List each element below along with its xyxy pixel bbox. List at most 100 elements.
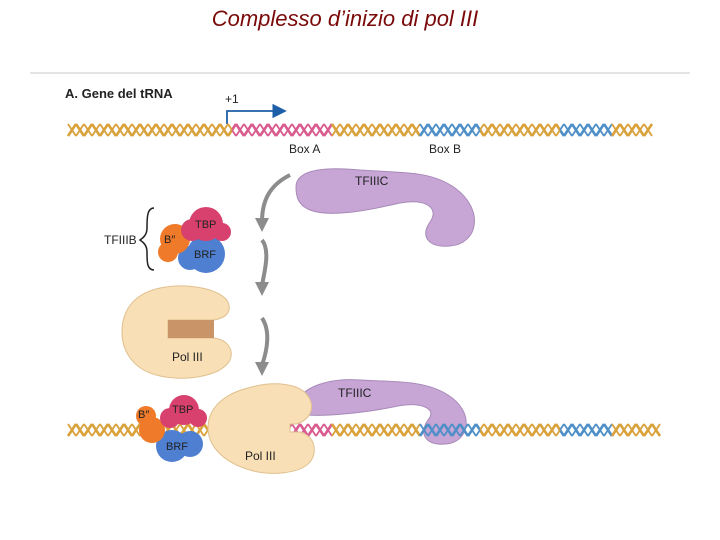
dna-strand-segment	[643, 123, 649, 131]
dna-strand-segment	[74, 423, 82, 431]
dna-strand-segment	[514, 129, 522, 137]
dna-strand-segment	[311, 129, 317, 137]
dna-strand-segment	[547, 423, 553, 431]
panel-label: A. Gene del tRNA	[65, 86, 173, 101]
dna-strand-segment	[483, 423, 489, 431]
dna-strand-segment	[266, 123, 274, 131]
dna-strand-segment	[362, 423, 370, 431]
dna-strand-segment	[339, 123, 345, 131]
dna-strand-segment	[531, 123, 537, 131]
dna-strand-segment	[503, 129, 509, 137]
dna-strand-segment	[434, 129, 442, 137]
dna-strand-segment	[383, 423, 389, 431]
dna-strand-segment	[354, 429, 362, 437]
dna-strand-segment	[607, 123, 613, 131]
dna-strand-segment	[170, 123, 178, 131]
dna-strand-segment	[611, 123, 617, 131]
dna-strand-segment	[579, 423, 585, 431]
dna-strand-segment	[179, 423, 185, 431]
dna-strand-segment	[367, 123, 373, 131]
dna-strand-segment	[359, 429, 365, 437]
dna-strand-segment	[106, 123, 114, 131]
dna-strand-segment	[323, 123, 329, 131]
dna-strand-segment	[351, 423, 357, 431]
dna-strand-segment	[114, 429, 122, 437]
dna-strand-segment	[242, 129, 250, 137]
dna-strand-segment	[646, 123, 654, 131]
dna-strand-segment	[363, 429, 369, 437]
dna-strand-segment	[306, 129, 314, 137]
dna-strand-segment	[354, 129, 362, 137]
dna-strand-segment	[631, 429, 637, 437]
dna-strand-segment	[327, 129, 333, 137]
dna-strand-segment	[159, 123, 165, 131]
dna-strand-segment	[327, 429, 333, 437]
dna-strand-segment	[466, 429, 474, 437]
dna-strand-segment	[111, 123, 117, 131]
dna-strand-segment	[387, 423, 393, 431]
dna-strand-segment	[546, 429, 554, 437]
dna-strand-segment	[595, 123, 601, 131]
dna-strand-segment	[138, 123, 146, 131]
dna-strand-segment	[435, 423, 441, 431]
dna-strand-segment	[626, 129, 634, 137]
dna-strand-segment	[519, 429, 525, 437]
dna-strand-segment	[411, 129, 417, 137]
dna-strand-segment	[346, 423, 354, 431]
dna-strand-segment	[323, 423, 329, 431]
tfiiib-complex: TFIIIB TBP B″ BRF	[104, 207, 231, 273]
dna-strand-segment	[283, 129, 289, 137]
dna-strand-segment	[295, 129, 301, 137]
dna-strand-segment	[475, 129, 481, 137]
dna-strand-segment	[362, 123, 370, 131]
dna-strand-segment	[167, 129, 173, 137]
dna-strand-segment	[487, 429, 493, 437]
dna-strand-segment	[90, 123, 98, 131]
dna-strand-segment	[207, 123, 213, 131]
dna-strand-segment	[315, 429, 321, 437]
dna-strand-segment	[547, 123, 553, 131]
dna-strand-segment	[563, 423, 569, 431]
dna-strand-segment	[330, 423, 338, 431]
dna-strand-segment	[471, 429, 477, 437]
dna-strand-segment	[379, 429, 385, 437]
dna-strand-segment	[111, 423, 117, 431]
dna-strand-segment	[287, 123, 293, 131]
dna-strand-segment	[594, 429, 602, 437]
dna-strand-segment	[370, 129, 378, 137]
dna-strand-segment	[155, 129, 161, 137]
dna-strand-segment	[119, 129, 125, 137]
arrow-2	[260, 238, 269, 286]
dna-strand-segment	[147, 123, 153, 131]
dna-strand-segment	[391, 129, 397, 137]
tfiiic-upper-label: TFIIIC	[355, 174, 389, 188]
dna-strand-segment	[135, 429, 141, 437]
dna-strand-segment	[122, 423, 130, 431]
dna-strand-segment	[98, 429, 106, 437]
brf-label-top: BRF	[194, 249, 216, 261]
arrow-1	[260, 173, 291, 223]
dna-strand-segment	[647, 429, 653, 437]
dna-strand-segment	[146, 129, 154, 137]
dna-strand-segment	[338, 429, 346, 437]
dna-strand-segment	[66, 429, 74, 437]
pol-iii-middle-label: Pol III	[172, 350, 203, 364]
dna-strand-segment	[291, 423, 297, 431]
dna-strand-segment	[379, 129, 385, 137]
dna-strand-segment	[530, 429, 538, 437]
dna-strand-segment	[458, 423, 466, 431]
dna-strand-segment	[423, 129, 429, 137]
dna-strand-segment	[555, 429, 561, 437]
dna-strand-segment	[554, 123, 562, 131]
dna-strand-segment	[578, 429, 586, 437]
dna-strand-segment	[399, 423, 405, 431]
dna-strand-segment	[183, 129, 189, 137]
dna-strand-segment	[499, 423, 505, 431]
dna-strand-segment	[458, 123, 466, 131]
dna-strand-segment	[202, 423, 210, 431]
dna-strand-segment	[426, 123, 434, 131]
dna-strand-segment	[131, 423, 137, 431]
dna-strand-segment	[610, 129, 618, 137]
assembly-arrows	[255, 173, 291, 376]
dna-strand-segment	[555, 129, 561, 137]
